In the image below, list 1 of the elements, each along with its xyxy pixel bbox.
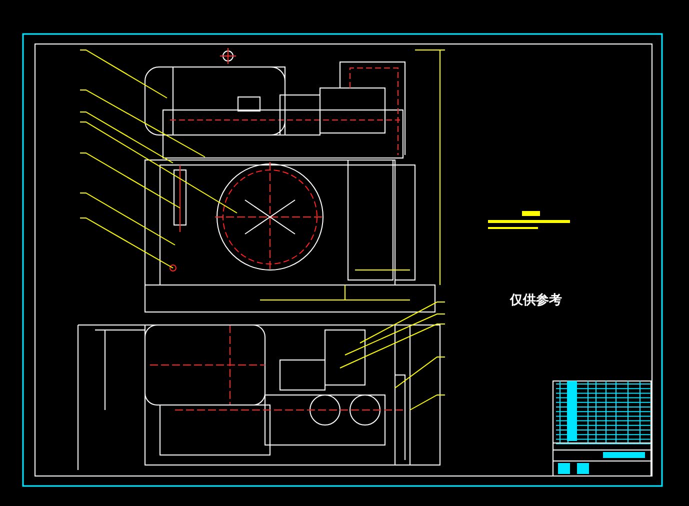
note-text: 仅供参考	[510, 292, 562, 309]
